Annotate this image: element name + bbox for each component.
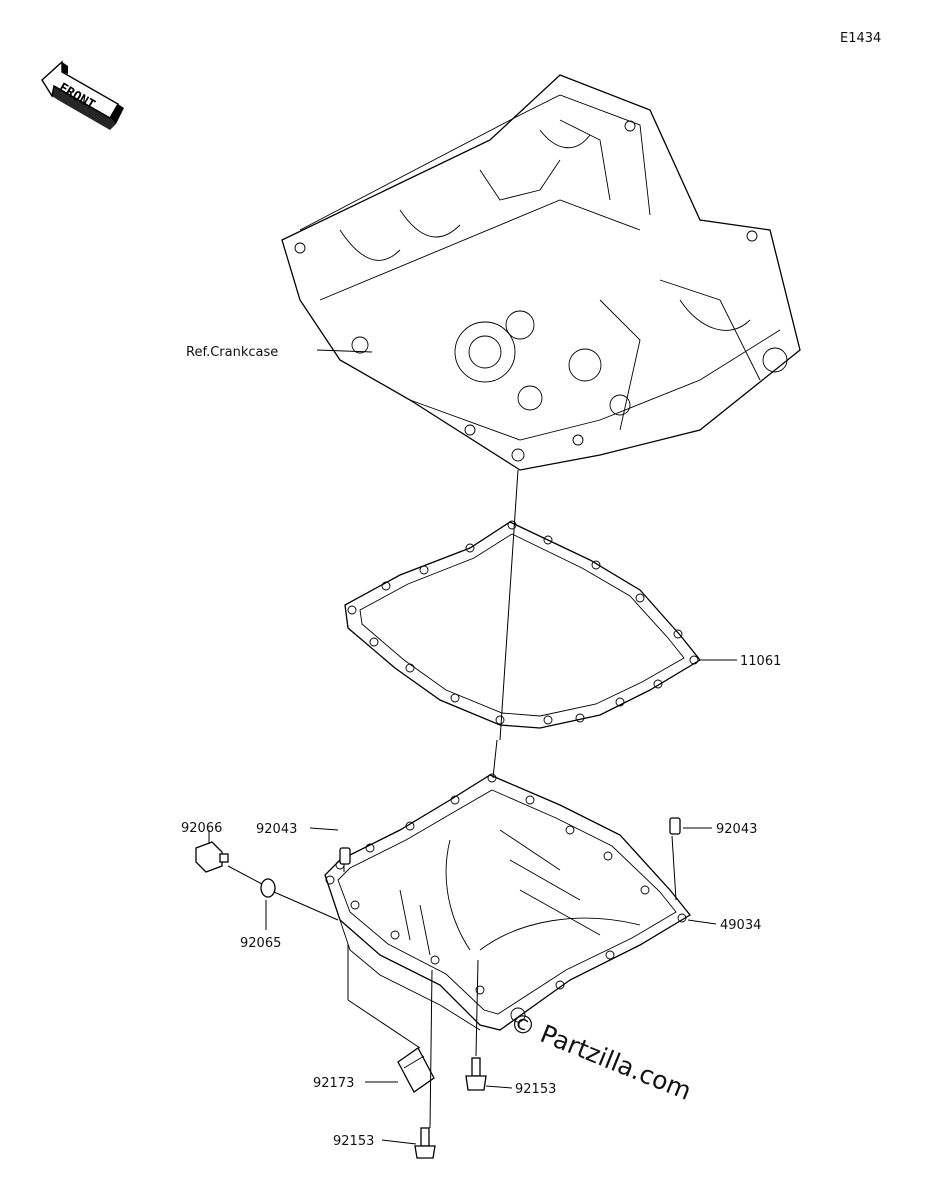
label-92173: 92173 xyxy=(313,1076,354,1091)
oil-pan-gasket-illustration xyxy=(344,520,701,729)
clamp-illustration xyxy=(397,1047,435,1093)
dowel-right-illustration xyxy=(669,817,681,835)
drain-plug-illustration xyxy=(195,841,229,873)
bolt-lower-illustration xyxy=(414,1127,436,1159)
label-92043-left: 92043 xyxy=(256,822,297,837)
washer-illustration xyxy=(260,878,276,898)
dowel-left-illustration xyxy=(339,847,351,865)
label-49034: 49034 xyxy=(720,918,761,933)
label-ref-crankcase: Ref.Crankcase xyxy=(186,345,278,360)
label-92066: 92066 xyxy=(181,821,222,836)
label-92153-upper: 92153 xyxy=(515,1082,556,1097)
diagram-code: E1434 xyxy=(840,31,881,46)
bolt-upper-illustration xyxy=(465,1057,487,1091)
label-11061: 11061 xyxy=(740,654,781,669)
label-92043-right: 92043 xyxy=(716,822,757,837)
leader-lines xyxy=(208,349,737,1145)
label-92153-lower: 92153 xyxy=(333,1134,374,1149)
label-92065: 92065 xyxy=(240,936,281,951)
oil-pan-illustration xyxy=(324,773,691,1031)
crankcase-illustration xyxy=(281,74,801,471)
front-arrow-icon: FRONT xyxy=(41,60,124,130)
